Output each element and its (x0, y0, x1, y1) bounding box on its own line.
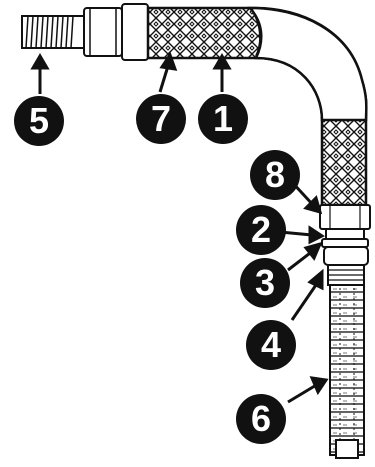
callout-8: 8 (250, 150, 300, 200)
threaded-fitting (22, 4, 148, 60)
callout-4: 4 (246, 320, 296, 370)
threaded-coupling (328, 265, 364, 285)
callout-7: 7 (136, 94, 186, 144)
collar (324, 247, 368, 265)
ring-washer (322, 229, 368, 247)
corrugated-tube (330, 285, 364, 458)
callout-6: 6 (236, 394, 286, 444)
callout-3: 3 (240, 258, 290, 308)
callout-1: 1 (198, 94, 248, 144)
callout-5: 5 (14, 96, 64, 146)
callout-2: 2 (236, 205, 286, 255)
hex-nut (320, 205, 370, 229)
